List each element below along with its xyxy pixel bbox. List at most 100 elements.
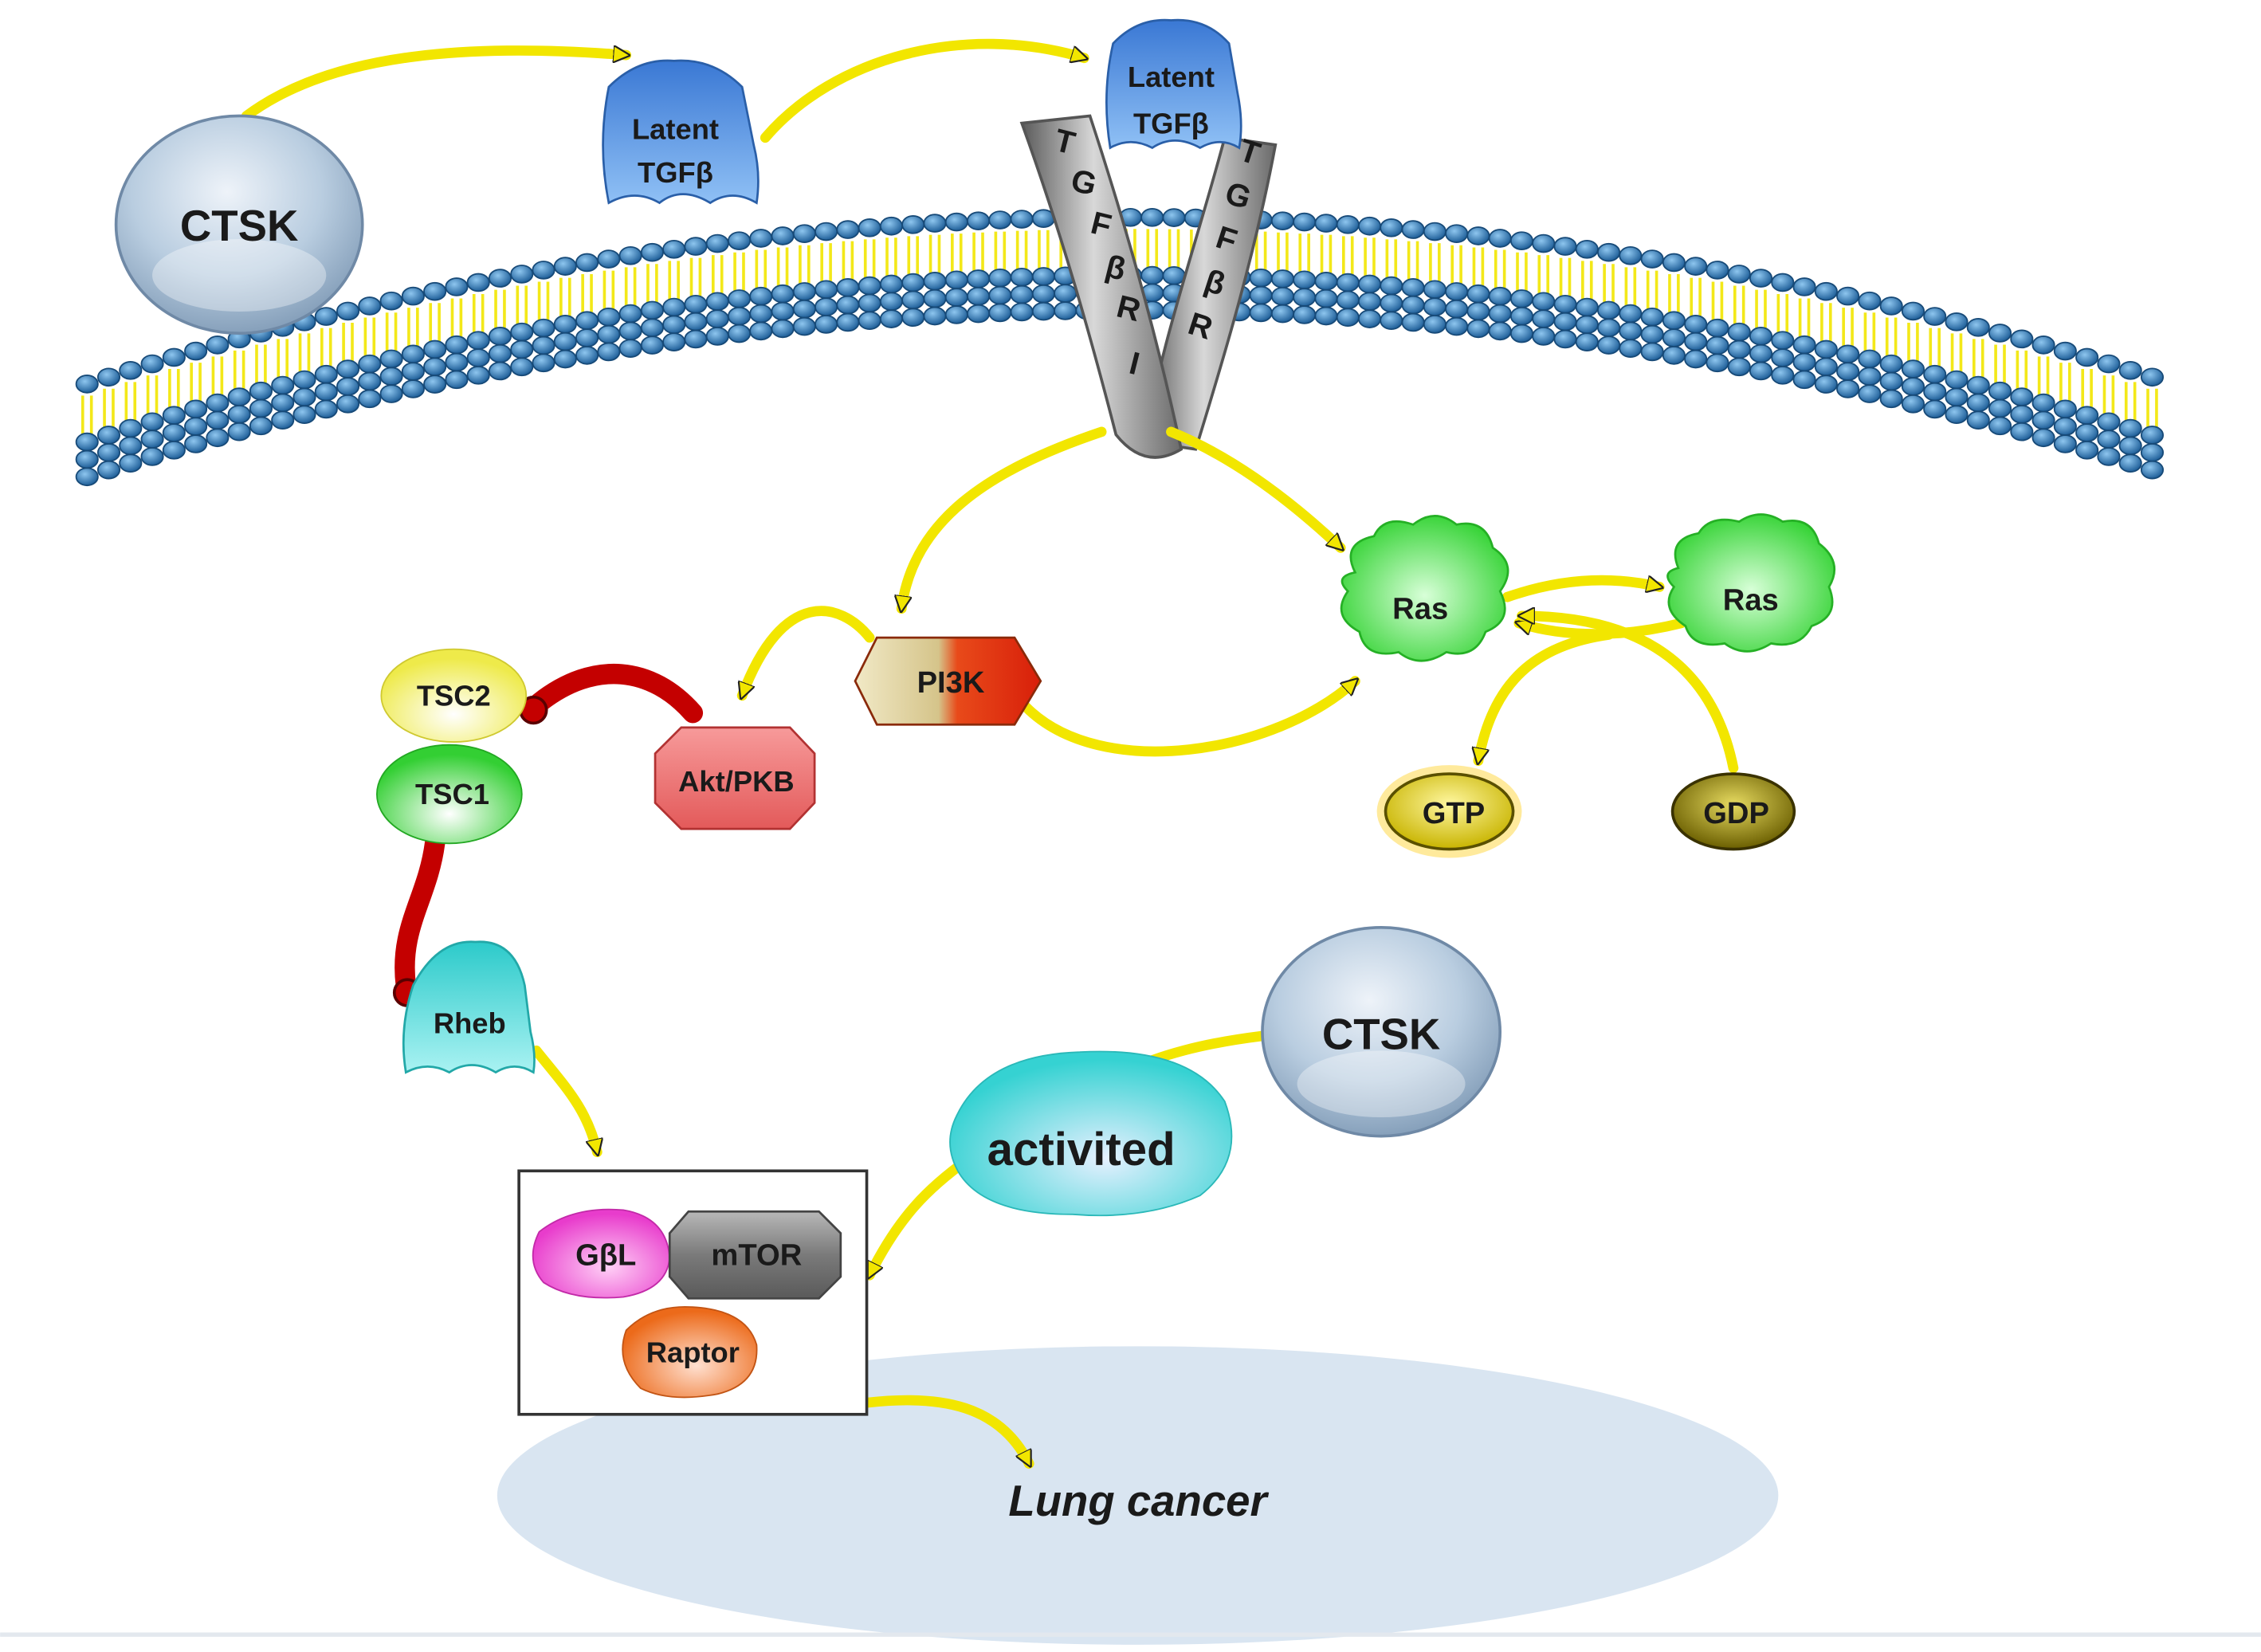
- lipid-tail: [80, 395, 93, 437]
- lipid-head: [292, 370, 316, 390]
- ras-cloud-icon: [1340, 515, 1509, 662]
- lipid-head: [771, 301, 795, 321]
- lipid-head: [358, 354, 382, 374]
- lipid-tail: [755, 249, 767, 291]
- lipid-tail: [559, 277, 571, 319]
- lipid-head: [944, 212, 968, 232]
- lipid-head: [1270, 286, 1294, 306]
- lipid-head: [488, 361, 512, 381]
- lipid-head: [1814, 375, 1838, 394]
- lipid-head: [1488, 304, 1512, 324]
- lipid-head: [879, 292, 904, 312]
- lipid-head: [1466, 319, 1490, 339]
- tsc2-label: TSC2: [417, 680, 491, 712]
- lipid-head: [879, 309, 904, 328]
- lipid-tail: [928, 234, 941, 276]
- lipid-head: [1923, 382, 1947, 402]
- lipid-tail: [1341, 236, 1354, 277]
- lipid-head: [1792, 277, 1816, 296]
- lipid-head: [466, 348, 490, 367]
- ras-node-2: Ras: [1666, 513, 1836, 653]
- lipid-head: [401, 286, 425, 306]
- lipid-head: [1814, 281, 1838, 301]
- lipid-head: [96, 442, 121, 462]
- lipid-head: [1380, 276, 1403, 296]
- lipid-head: [1662, 328, 1686, 347]
- lipid-head: [1423, 315, 1446, 334]
- raptor-blob-icon: [622, 1305, 758, 1399]
- lipid-head: [488, 327, 512, 346]
- cell-membrane: [75, 207, 2165, 487]
- lipid-head: [1771, 273, 1795, 292]
- lipid-head: [466, 273, 490, 292]
- lipid-tail: [103, 388, 115, 430]
- lipid-head: [1640, 249, 1664, 269]
- lipid-head: [1640, 342, 1664, 362]
- lipid-tail: [1755, 289, 1767, 331]
- lipid-tail: [776, 247, 789, 288]
- lipid-tail: [1820, 303, 1832, 344]
- lipid-head: [2140, 367, 2165, 387]
- akt-octagon-icon: [654, 726, 816, 830]
- lipid-head: [901, 215, 925, 234]
- lipid-tail: [1298, 233, 1310, 275]
- lipid-head: [923, 306, 947, 326]
- lipid-tail: [1537, 255, 1550, 296]
- lipid-head: [119, 360, 143, 380]
- lipid-head: [1945, 387, 1969, 407]
- lipid-head: [96, 460, 121, 480]
- lipid-head: [575, 253, 599, 273]
- pi3k-node: PI3K: [854, 636, 1042, 726]
- lipid-head: [901, 290, 925, 310]
- lipid-tail: [472, 293, 485, 335]
- lipid-head: [1314, 214, 1338, 233]
- mtor-label: mTOR: [711, 1238, 802, 1272]
- lipid-head: [488, 269, 512, 288]
- lipid-head: [140, 447, 164, 466]
- lipid-tail: [1994, 344, 2006, 386]
- latent-tgfb-1-line1: Latent: [632, 113, 719, 146]
- lipid-head: [1270, 211, 1294, 231]
- lipid-head: [618, 339, 642, 358]
- arrow-activited-to-mtor: [864, 1154, 974, 1275]
- lipid-head: [1031, 301, 1055, 321]
- lipid-tail: [494, 289, 506, 331]
- lipid-head: [75, 467, 99, 487]
- lipid-head: [1945, 370, 1969, 390]
- lipid-head: [1814, 357, 1838, 377]
- lipid-tail: [320, 328, 332, 369]
- lipid-head: [1836, 362, 1860, 381]
- receptor-tube-icon: [1019, 114, 1183, 459]
- lipid-head: [1901, 301, 1925, 321]
- arrow-pi3k-to-akt: [736, 606, 875, 696]
- lipid-tail: [624, 267, 637, 308]
- lipid-head: [162, 347, 186, 367]
- lipid-tail: [1254, 231, 1267, 273]
- activited-label: activited: [987, 1124, 1176, 1175]
- lipid-head: [1792, 335, 1816, 355]
- lipid-tail: [1015, 230, 1028, 272]
- lipid-tail: [1581, 261, 1593, 302]
- lipid-tail: [799, 245, 811, 286]
- lipid-head: [1031, 267, 1055, 286]
- lipid-head: [1249, 268, 1273, 288]
- activited-blob-icon: [949, 1050, 1233, 1217]
- lipid-head: [640, 300, 664, 320]
- lipid-head: [1923, 399, 1947, 419]
- lipid-head: [1509, 306, 1534, 326]
- lipid-head: [1336, 290, 1360, 310]
- lipid-tail: [646, 264, 658, 305]
- lipid-head: [1640, 324, 1664, 344]
- lipid-head: [401, 362, 425, 381]
- lipid-head: [923, 288, 947, 308]
- lipid-head: [1619, 321, 1643, 341]
- lipid-head: [510, 322, 534, 342]
- lipid-head: [2140, 460, 2165, 480]
- lipid-head: [1619, 304, 1643, 324]
- lipid-tail: [863, 239, 876, 281]
- lipid-head: [1575, 332, 1599, 351]
- lipid-head: [705, 327, 729, 346]
- lipid-tail: [385, 312, 398, 354]
- lipid-head: [1619, 245, 1643, 265]
